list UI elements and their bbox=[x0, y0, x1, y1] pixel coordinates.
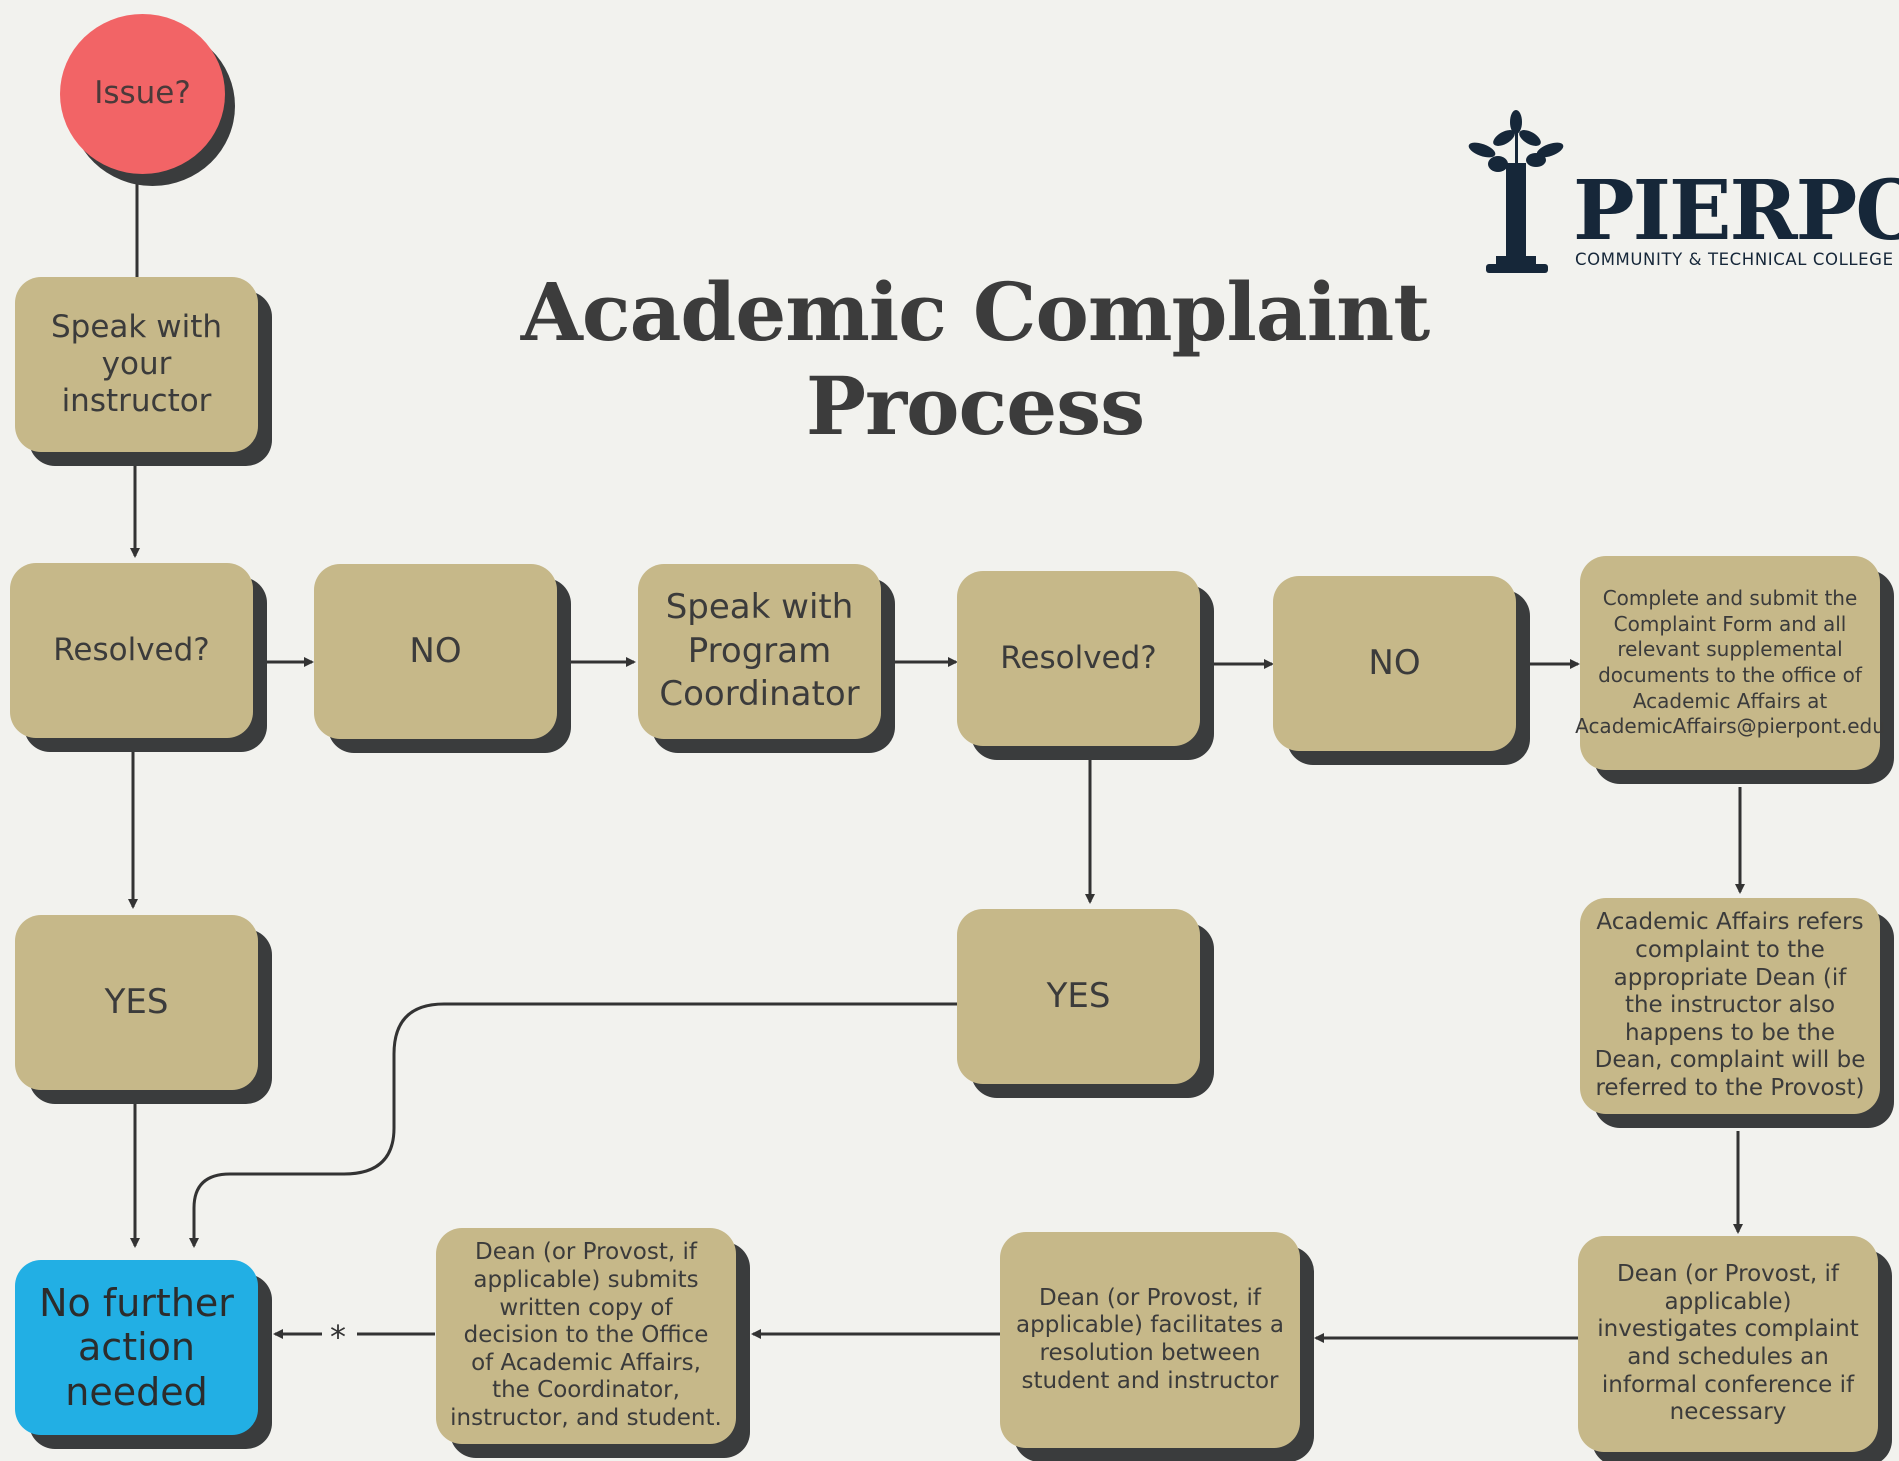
resolved-decision-1-label: Resolved? bbox=[53, 631, 210, 668]
logo-subtitle: COMMUNITY & TECHNICAL COLLEGE bbox=[1575, 250, 1894, 269]
no-further-action-node: No further action needed bbox=[15, 1260, 258, 1435]
dean-facilitates-resolution-label: Dean (or Provost, if applicable) facilit… bbox=[1016, 1284, 1284, 1394]
logo-wordmark: PIERPONT bbox=[1573, 163, 1899, 259]
speak-with-instructor-label: Speak with your instructor bbox=[51, 308, 222, 420]
dean-facilitates-resolution-node: Dean (or Provost, if applicable) facilit… bbox=[1000, 1232, 1300, 1448]
page-title: Academic Complaint Process bbox=[470, 265, 1480, 453]
submit-complaint-form-node: Complete and submit the Complaint Form a… bbox=[1575, 556, 1885, 770]
issue-start-label: Issue? bbox=[94, 75, 191, 112]
no-outcome-2-node: NO bbox=[1273, 576, 1516, 751]
connector-yes-2-to-no-further-action bbox=[189, 1002, 957, 1248]
page-title-line-1: Academic Complaint bbox=[520, 265, 1430, 359]
yes-outcome-2-label: YES bbox=[1046, 976, 1111, 1017]
dean-investigates-label: Dean (or Provost, if applicable) investi… bbox=[1597, 1261, 1859, 1426]
refer-to-dean-label: Academic Affairs refers complaint to the… bbox=[1594, 909, 1866, 1101]
speak-with-instructor-node: Speak with your instructor bbox=[15, 277, 258, 452]
resolved-decision-2-label: Resolved? bbox=[1000, 639, 1157, 676]
yes-outcome-1-node: YES bbox=[15, 915, 258, 1090]
no-outcome-2-label: NO bbox=[1368, 643, 1421, 684]
issue-start-node: Issue? bbox=[60, 14, 225, 174]
dean-submits-decision-node: Dean (or Provost, if applicable) submits… bbox=[436, 1228, 736, 1444]
speak-with-coordinator-node: Speak with Program Coordinator bbox=[638, 564, 881, 739]
no-outcome-1-label: NO bbox=[409, 631, 462, 672]
resolved-decision-1-node: Resolved? bbox=[10, 563, 253, 738]
tree-emblem-icon bbox=[1468, 110, 1564, 273]
dean-investigates-node: Dean (or Provost, if applicable) investi… bbox=[1578, 1236, 1878, 1452]
refer-to-dean-node: Academic Affairs refers complaint to the… bbox=[1580, 898, 1880, 1114]
resolved-decision-2-node: Resolved? bbox=[957, 571, 1200, 746]
submit-complaint-form-label: Complete and submit the Complaint Form a… bbox=[1575, 586, 1885, 739]
no-outcome-1-node: NO bbox=[314, 564, 557, 739]
connector-footnote-marker: * bbox=[330, 1318, 346, 1356]
dean-submits-decision-label: Dean (or Provost, if applicable) submits… bbox=[450, 1239, 722, 1431]
page-title-line-2: Process bbox=[805, 359, 1145, 453]
speak-with-coordinator-label: Speak with Program Coordinator bbox=[659, 587, 860, 715]
yes-outcome-2-node: YES bbox=[957, 909, 1200, 1084]
yes-outcome-1-label: YES bbox=[104, 982, 169, 1023]
no-further-action-label: No further action needed bbox=[39, 1280, 234, 1414]
college-logo: PIERPONT COMMUNITY & TECHNICAL COLLEGE bbox=[1468, 108, 1899, 278]
